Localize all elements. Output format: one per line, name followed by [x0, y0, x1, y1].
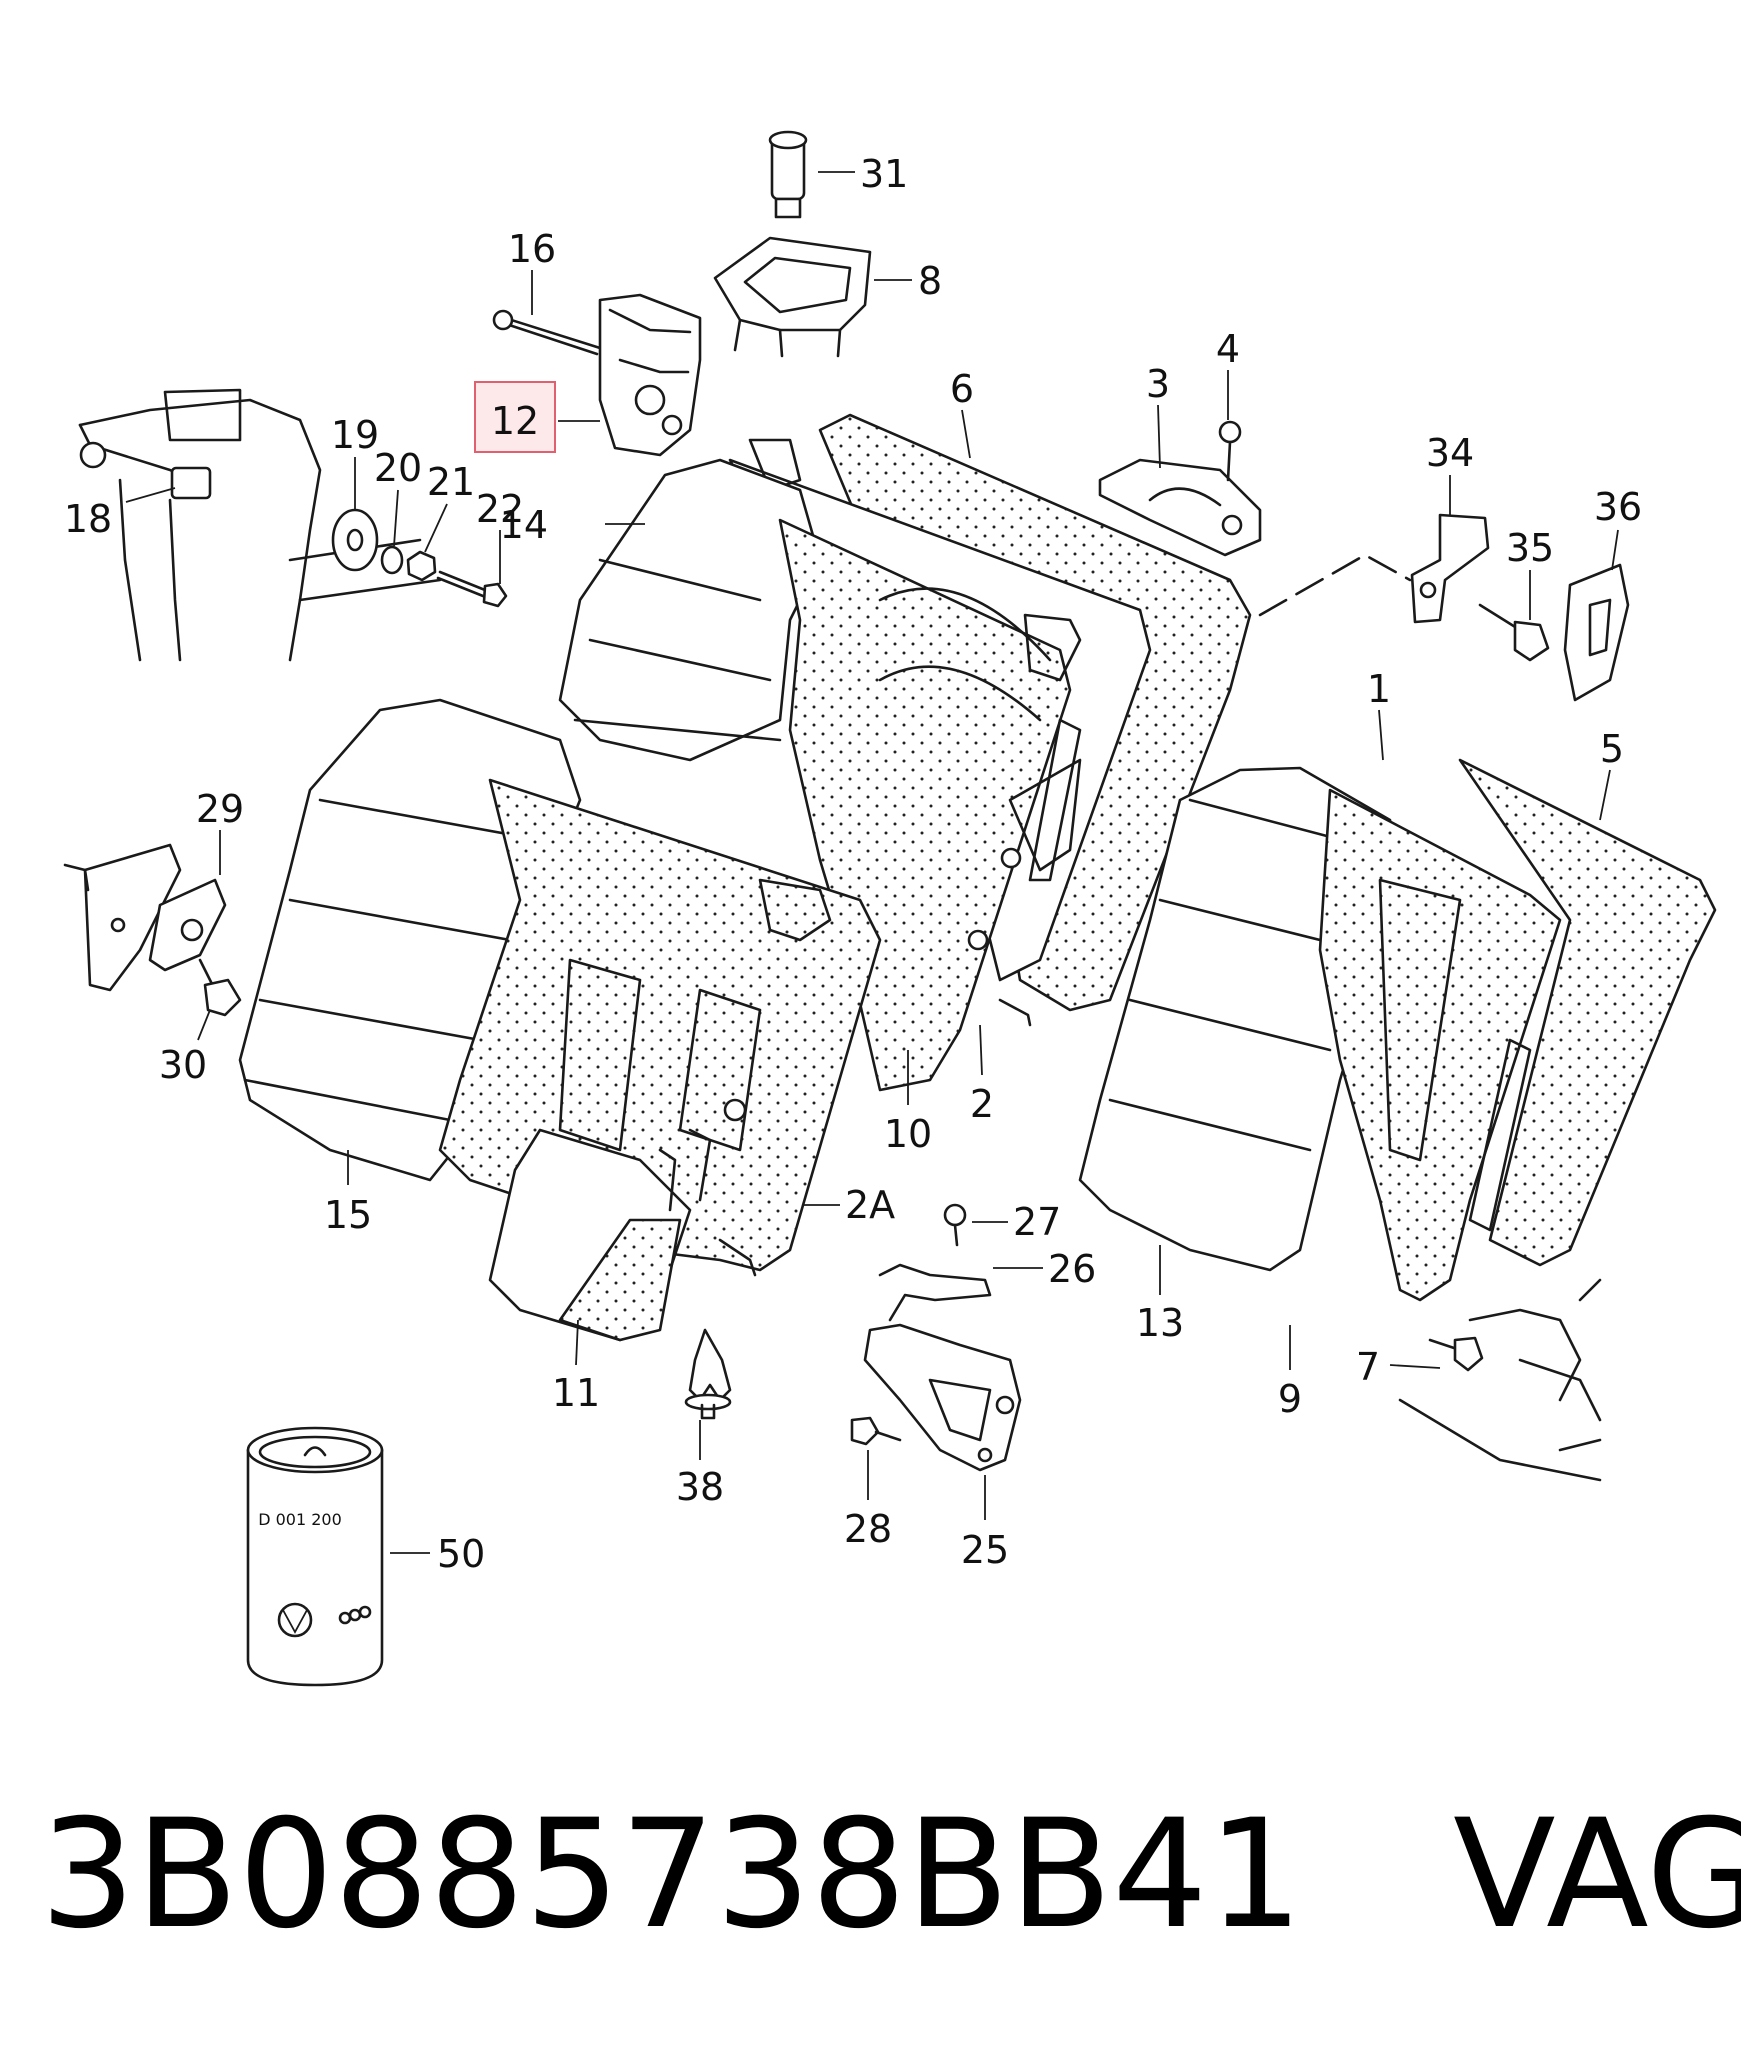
callout-31: 31	[860, 152, 908, 196]
callout-38: 38	[676, 1465, 724, 1509]
callout-1: 1	[1367, 667, 1391, 711]
callout-19: 19	[331, 413, 379, 457]
part-caption: 3B0885738BB41 VAG	[40, 1788, 1741, 1962]
callout-30: 30	[159, 1043, 207, 1087]
callout-4: 4	[1216, 327, 1240, 371]
part-22-bolt	[436, 570, 508, 608]
part-31-pin	[768, 130, 808, 219]
callout-34: 34	[1426, 431, 1474, 475]
part-1-frame	[1318, 788, 1612, 1302]
callout-21: 21	[427, 460, 475, 504]
exploded-parts-diagram: D 001 200	[63, 130, 1717, 1687]
callout-35: 35	[1506, 526, 1554, 570]
part-50-canister: D 001 200	[246, 1426, 384, 1687]
part-29-bracket	[63, 843, 227, 992]
part-5-panel	[1458, 758, 1717, 1267]
brand-name: VAG	[1453, 1788, 1741, 1962]
callout-25: 25	[961, 1528, 1009, 1572]
callout-22: 22	[476, 487, 524, 531]
part-15-cushion	[238, 698, 582, 1182]
callout-16: 16	[508, 227, 556, 271]
callout-12: 12	[491, 399, 539, 443]
part-16-bolt	[492, 309, 602, 356]
part-30-bolt	[198, 958, 242, 1017]
callout-27: 27	[1013, 1200, 1061, 1244]
callout-2A: 2A	[845, 1183, 895, 1227]
part-36-cover	[1563, 563, 1630, 702]
part-8-cover	[713, 236, 872, 358]
filter-print: D 001 200	[258, 1510, 342, 1529]
part-20-washer	[380, 545, 404, 575]
part-12-lock	[598, 293, 702, 457]
part-28-bolt	[850, 1416, 902, 1446]
part-25-bracket	[863, 1323, 1022, 1472]
callout-14: 14	[500, 503, 548, 547]
callout-36: 36	[1594, 485, 1642, 529]
part-11-backrest	[438, 778, 882, 1342]
callout-9: 9	[1278, 1377, 1302, 1421]
callout-20: 20	[374, 446, 422, 490]
part-number: 3B0885738BB41	[40, 1788, 1304, 1962]
callout-8: 8	[918, 259, 942, 303]
callout-50: 50	[437, 1532, 485, 1576]
callout-29: 29	[196, 787, 244, 831]
leader-lines	[125, 171, 1619, 1554]
callout-3: 3	[1146, 362, 1170, 406]
part-35-bolt	[1478, 603, 1550, 662]
callout-28: 28	[844, 1507, 892, 1551]
part-18-bracket	[78, 388, 442, 662]
part-3-cover	[1098, 458, 1262, 557]
callout-26: 26	[1048, 1247, 1096, 1291]
callout-7: 7	[1356, 1345, 1380, 1389]
callout-6: 6	[950, 367, 974, 411]
part-26-clip	[878, 1263, 992, 1322]
callout-2: 2	[970, 1082, 994, 1126]
part-21-nut	[406, 550, 437, 582]
right-body-contour	[1398, 1278, 1602, 1482]
callout-18: 18	[64, 497, 112, 541]
callout-15: 15	[324, 1193, 372, 1237]
part-34-bracket	[1410, 513, 1490, 624]
part-27-screw	[943, 1203, 967, 1247]
callout-10: 10	[884, 1112, 932, 1156]
callout-13: 13	[1136, 1301, 1184, 1345]
callout-11: 11	[552, 1371, 600, 1415]
dash-connector	[1258, 553, 1412, 617]
part-38-clip	[684, 1328, 732, 1420]
callout-5: 5	[1600, 727, 1624, 771]
part-7-bolt	[1428, 1336, 1484, 1372]
part-4-screw	[1218, 420, 1242, 482]
callout-labels: 31 8 16 12 14 6 3 4 34 35 36 18 19 20 21…	[64, 152, 1642, 1576]
part-19-washer	[331, 508, 379, 572]
highlight-box-12	[474, 381, 556, 453]
